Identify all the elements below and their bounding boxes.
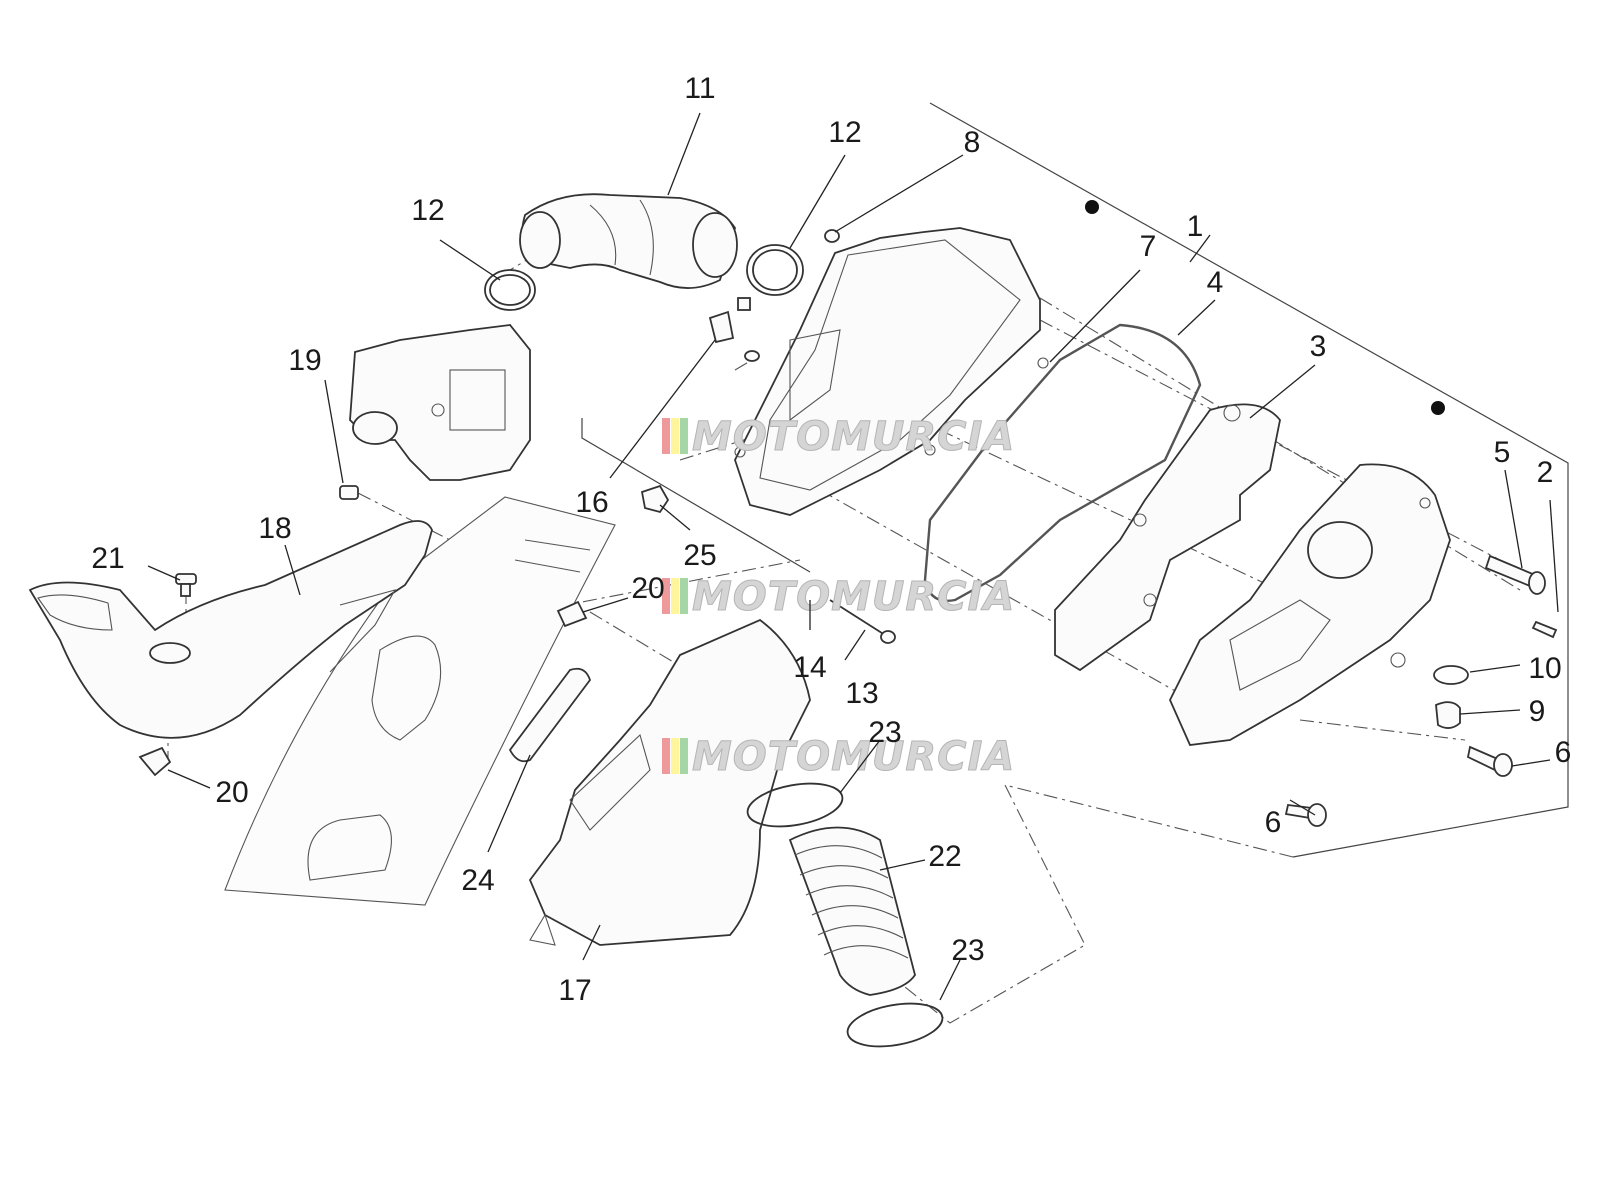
part-5-bolt	[1484, 554, 1546, 595]
part-17-intake-box	[528, 618, 811, 946]
callout-22: 22	[928, 840, 961, 873]
callout-14: 14	[793, 651, 826, 684]
callout-11: 11	[684, 72, 715, 105]
watermark-logo: MOTOMURCIA	[662, 734, 1015, 781]
callout-20: 20	[215, 776, 248, 809]
throttle-body	[349, 324, 531, 481]
callout-leaders	[147, 112, 1559, 1001]
callout-4: 4	[1207, 266, 1224, 299]
callout-5: 5	[1494, 436, 1511, 469]
assembly-bracket-frame	[581, 102, 1569, 1024]
part-21-bolt	[175, 573, 197, 597]
svg-text:MOTOMURCIA: MOTOMURCIA	[692, 574, 1015, 620]
callout-18: 18	[258, 512, 291, 545]
callout-25: 25	[683, 539, 716, 572]
callout-6: 6	[1265, 806, 1282, 839]
part-18-intake-duct	[28, 520, 433, 739]
callout-23: 23	[951, 934, 984, 967]
callout-8: 8	[964, 126, 981, 159]
part-4-gasket	[923, 323, 1202, 602]
assembly-dot-marker	[1431, 401, 1445, 415]
part-23-hose-clamp	[746, 782, 944, 1048]
callout-12: 12	[411, 194, 444, 227]
part-13-screw	[829, 599, 896, 644]
part-10-clamp	[1433, 665, 1469, 685]
part-22-bellows-hose	[788, 826, 916, 996]
watermark-logo: MOTOMURCIA	[662, 414, 1015, 461]
part-24-seal	[508, 667, 592, 763]
callout-19: 19	[288, 344, 321, 377]
watermark-logo: MOTOMURCIA	[662, 574, 1015, 621]
callout-2: 2	[1537, 456, 1554, 489]
part-6-bolt	[1284, 745, 1513, 827]
part-12-clamp-left	[484, 269, 536, 311]
part-9-cap	[1435, 701, 1461, 729]
callout-12: 12	[828, 116, 861, 149]
callout-20: 20	[631, 572, 664, 605]
part-19-bolt	[339, 485, 359, 500]
callout-21: 21	[91, 542, 124, 575]
watermark: MOTOMURCIA MOTOMURCIA MOTOMURCIA	[662, 414, 1015, 781]
callout-10: 10	[1528, 652, 1561, 685]
part-20-clip	[138, 600, 588, 777]
callout-7: 7	[1140, 230, 1157, 263]
callout-13: 13	[845, 677, 878, 710]
callout-23: 23	[868, 716, 901, 749]
callout-9: 9	[1529, 695, 1546, 728]
svg-text:MOTOMURCIA: MOTOMURCIA	[692, 734, 1015, 780]
air-filter-housing	[734, 227, 1049, 516]
part-16-clip	[708, 229, 840, 362]
assembly-dot-marker	[1085, 200, 1099, 214]
part-3-filter-element	[1054, 403, 1281, 672]
air-filter-cover	[1169, 463, 1451, 746]
part-11-intake-tube	[519, 193, 738, 289]
part-2-screw	[1531, 620, 1558, 639]
callout-3: 3	[1310, 330, 1327, 363]
part-12-clamp-right	[737, 244, 804, 311]
callout-1: 1	[1187, 210, 1204, 243]
callout-16: 16	[575, 486, 608, 519]
callout-labels: 1 2 3 4 5 6 6 7 8 9 10 11 12 12 13 14 16…	[91, 72, 1571, 1007]
callout-24: 24	[461, 864, 494, 897]
svg-text:MOTOMURCIA: MOTOMURCIA	[692, 414, 1015, 460]
callout-17: 17	[558, 974, 591, 1007]
callout-6: 6	[1555, 736, 1572, 769]
